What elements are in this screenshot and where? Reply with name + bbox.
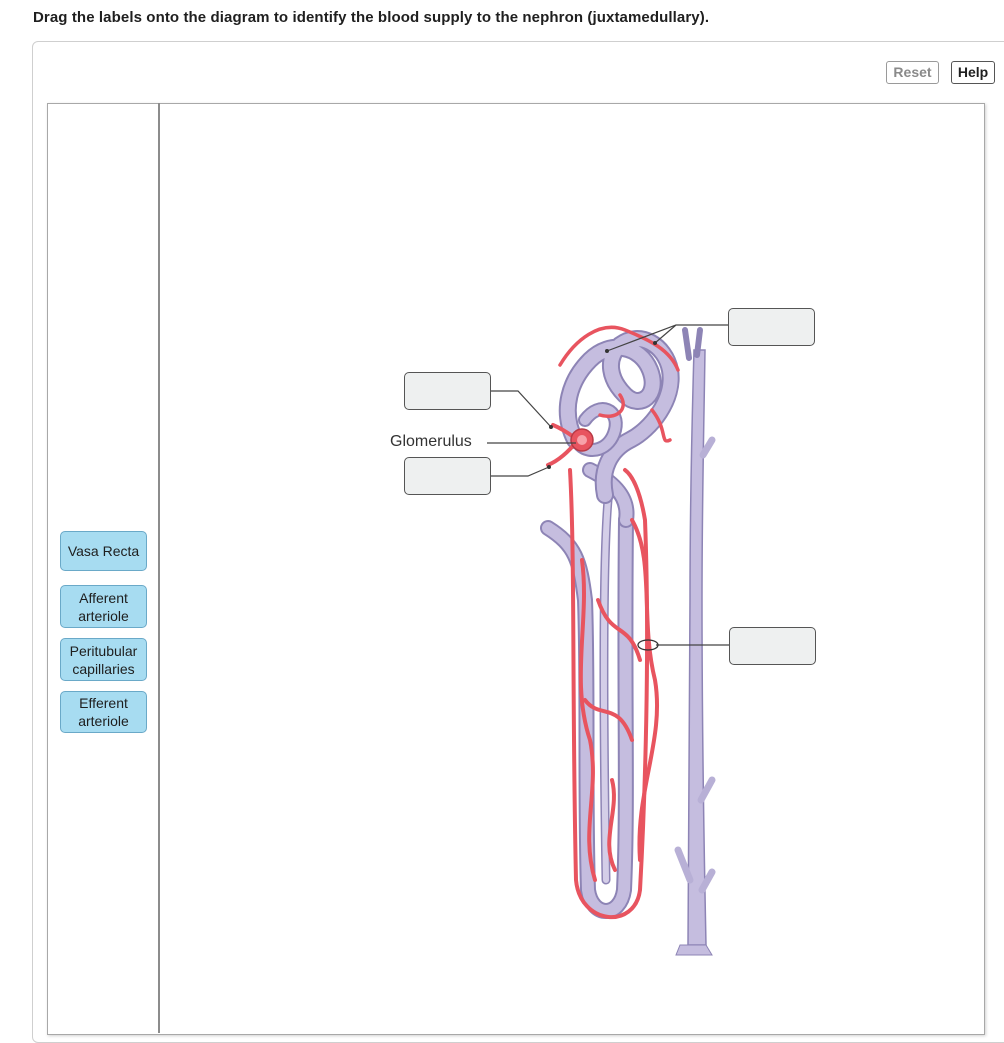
- label-chip-efferent-arteriole[interactable]: Efferent arteriole: [60, 691, 147, 733]
- glomerulus-cluster: [546, 325, 680, 504]
- help-button[interactable]: Help: [951, 61, 995, 84]
- chip-text-line1: Afferent: [79, 589, 128, 606]
- chip-text-line1: Peritubular: [69, 642, 138, 659]
- leader-lines: [487, 324, 729, 651]
- loop-of-henle: [540, 462, 635, 919]
- vasa-recta-vessels: [568, 468, 660, 919]
- drop-target-top-right[interactable]: [728, 308, 815, 346]
- leader-end-dots: [547, 341, 657, 469]
- label-tray: [47, 103, 160, 1033]
- label-chip-afferent-arteriole[interactable]: Afferent arteriole: [60, 585, 147, 628]
- drop-target-lower-left[interactable]: [404, 457, 491, 495]
- chip-text-line1: Efferent: [79, 695, 128, 711]
- drop-target-mid-right[interactable]: [729, 627, 816, 665]
- label-chip-peritubular-capillaries[interactable]: Peritubular capillaries: [60, 638, 147, 681]
- drop-target-upper-left[interactable]: [404, 372, 491, 410]
- reset-button[interactable]: Reset: [886, 61, 939, 84]
- diagram-workarea: [47, 103, 985, 1035]
- question-text: Drag the labels onto the diagram to iden…: [33, 9, 710, 26]
- label-chip-vasa-recta[interactable]: Vasa Recta: [60, 531, 147, 571]
- chip-text: Vasa Recta: [67, 543, 140, 559]
- glomerulus-label: Glomerulus: [390, 433, 472, 450]
- chip-text-line2: arteriole: [78, 607, 129, 624]
- collecting-duct: [674, 327, 716, 956]
- chip-text-line2: arteriole: [78, 713, 129, 729]
- chip-text-line2: capillaries: [72, 660, 135, 677]
